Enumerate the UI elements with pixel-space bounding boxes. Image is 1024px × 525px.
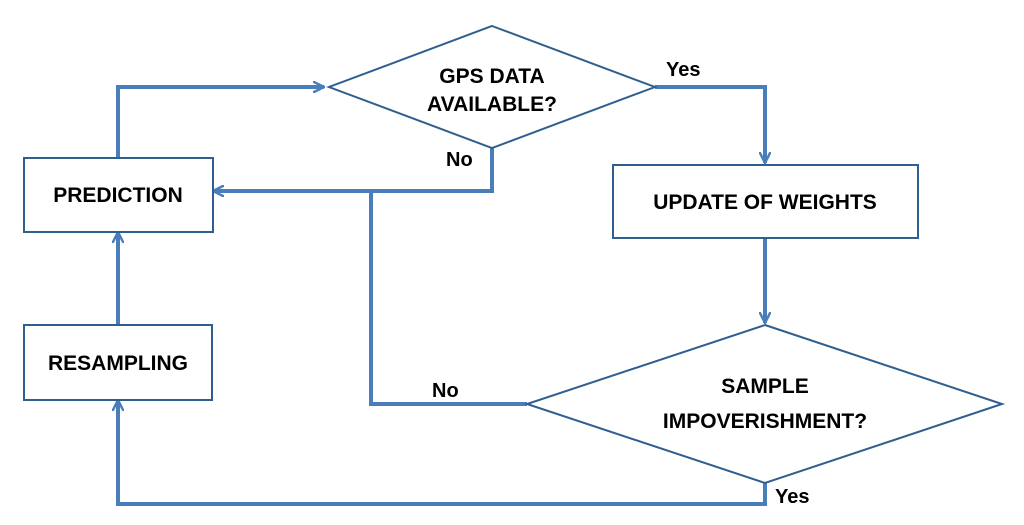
edge-gps-yes-to-update — [655, 85, 765, 163]
prediction-box: PREDICTION — [23, 157, 214, 233]
prediction-label: PREDICTION — [53, 184, 183, 207]
update-of-weights-box: UPDATE OF WEIGHTS — [612, 164, 919, 239]
impoverishment-yes-label: Yes — [775, 486, 809, 508]
gps-data-decision: GPS DATA AVAILABLE? — [326, 24, 658, 150]
gps-decision-line2: AVAILABLE? — [427, 93, 557, 116]
gps-yes-label: Yes — [666, 59, 700, 81]
update-of-weights-label: UPDATE OF WEIGHTS — [653, 191, 877, 214]
resampling-box: RESAMPLING — [23, 324, 213, 401]
edge-impoverishment-yes-to-resampling — [118, 400, 767, 506]
sample-impoverishment-decision: SAMPLE IMPOVERISHMENT? — [523, 323, 1006, 485]
impoverishment-no-label: No — [432, 380, 459, 402]
gps-decision-line1: GPS DATA — [439, 65, 544, 88]
edge-gps-no-to-prediction — [213, 148, 494, 191]
edge-impoverishment-no — [369, 191, 527, 406]
gps-no-label: No — [446, 149, 473, 171]
impoverishment-decision-line1: SAMPLE — [721, 375, 809, 398]
impoverishment-decision-line2: IMPOVERISHMENT? — [663, 410, 867, 433]
resampling-label: RESAMPLING — [48, 352, 188, 375]
edge-prediction-to-gps — [116, 87, 324, 158]
